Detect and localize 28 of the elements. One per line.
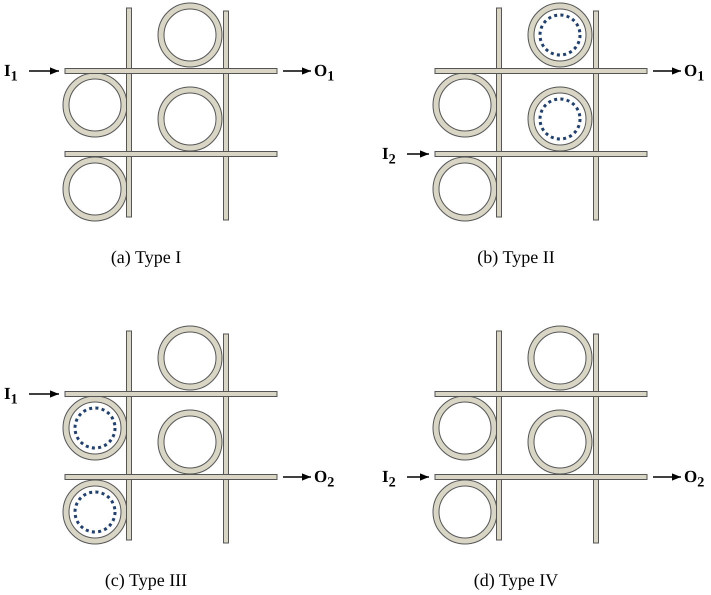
input-port-label: I$_{2}$ bbox=[382, 467, 404, 487]
waveguide bbox=[64, 474, 278, 480]
waveguide bbox=[64, 391, 278, 397]
waveguide bbox=[434, 151, 648, 157]
waveguide bbox=[434, 68, 648, 74]
input-port-label: I$_{2}$ bbox=[382, 144, 404, 164]
arrow bbox=[29, 390, 59, 398]
output-port-label: O$_{1}$ bbox=[314, 61, 334, 81]
arrow bbox=[283, 67, 311, 75]
arrow bbox=[407, 150, 429, 158]
arrow bbox=[283, 473, 311, 481]
output-port-label: O$_{2}$ bbox=[314, 467, 334, 487]
subfigure-caption: (a) Type I bbox=[110, 246, 182, 268]
arrow bbox=[653, 67, 681, 75]
waveguide bbox=[64, 151, 278, 157]
subfigure-caption: (d) Type IV bbox=[474, 569, 558, 591]
arrow bbox=[407, 473, 429, 481]
arrow bbox=[29, 67, 59, 75]
arrow bbox=[653, 473, 681, 481]
waveguide bbox=[434, 474, 648, 480]
input-port-label: I$_{1}$ bbox=[4, 384, 26, 404]
subfigure-caption: (b) Type II bbox=[477, 246, 555, 268]
subfigure-caption: (c) Type III bbox=[104, 569, 188, 591]
input-port-label: I$_{1}$ bbox=[4, 61, 26, 81]
output-port-label: O$_{1}$ bbox=[684, 61, 704, 81]
output-port-label: O$_{2}$ bbox=[684, 467, 704, 487]
waveguide bbox=[64, 68, 278, 74]
waveguide bbox=[434, 391, 648, 397]
